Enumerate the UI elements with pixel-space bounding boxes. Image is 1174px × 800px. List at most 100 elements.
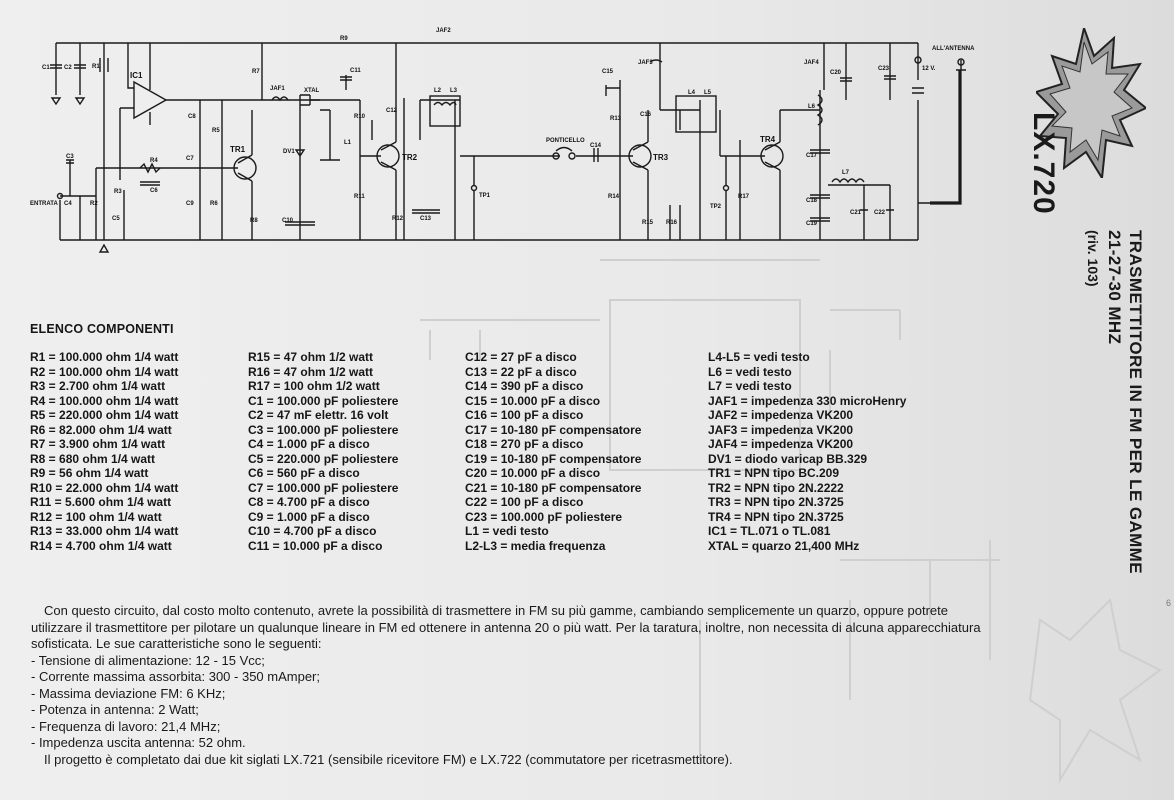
component-entry: R12 = 100 ohm 1/4 watt bbox=[30, 509, 162, 524]
component-entry: R17 = 100 ohm 1/2 watt bbox=[248, 379, 380, 393]
spec-item: - Potenza in antenna: 2 Watt; bbox=[31, 702, 199, 717]
svg-text:R10: R10 bbox=[354, 114, 366, 120]
svg-text:C17: C17 bbox=[806, 153, 818, 159]
svg-text:R9: R9 bbox=[340, 36, 348, 42]
description-intro: Con questo circuito, dal costo molto con… bbox=[31, 603, 981, 651]
svg-text:R1: R1 bbox=[92, 64, 100, 70]
component-entry: TR4 = NPN tipo 2N.3725 bbox=[708, 509, 844, 524]
kit-code: LX.720 bbox=[1027, 112, 1060, 215]
svg-text:R5: R5 bbox=[212, 128, 220, 134]
component-entry: R5 = 220.000 ohm 1/4 watt bbox=[30, 408, 179, 422]
svg-text:DV1: DV1 bbox=[283, 149, 295, 155]
svg-text:C9: C9 bbox=[186, 201, 194, 207]
svg-text:R15: R15 bbox=[642, 220, 654, 226]
component-entry: C7 = 100.000 pF poliestere bbox=[248, 480, 399, 495]
svg-text:R8: R8 bbox=[250, 218, 258, 224]
svg-text:C23: C23 bbox=[878, 66, 890, 72]
component-entry: R10 = 22.000 ohm 1/4 watt bbox=[30, 480, 179, 495]
description-closing: Il progetto è completato dai due kit sig… bbox=[44, 751, 733, 767]
svg-text:C4: C4 bbox=[64, 201, 72, 207]
svg-text:C2: C2 bbox=[64, 65, 72, 71]
svg-text:C6: C6 bbox=[150, 188, 158, 194]
component-entry: TR3 = NPN tipo 2N.3725 bbox=[708, 495, 844, 509]
svg-text:IC1: IC1 bbox=[130, 71, 143, 80]
svg-text:C19: C19 bbox=[806, 221, 818, 227]
component-entry: C21 = 10-180 pF compensatore bbox=[465, 480, 642, 495]
component-entry: C11 = 10.000 pF a disco bbox=[248, 538, 383, 553]
svg-text:C10: C10 bbox=[282, 218, 294, 224]
component-entry: R7 = 3.900 ohm 1/4 watt bbox=[30, 437, 166, 451]
component-entry: C9 = 1.000 pF a disco bbox=[248, 509, 370, 524]
component-entry: C14 = 390 pF a disco bbox=[465, 379, 584, 393]
svg-text:JAF3: JAF3 bbox=[638, 60, 653, 66]
svg-text:R11: R11 bbox=[354, 194, 365, 200]
article-title: TRASMETTITORE IN FM PER LE GAMME 21-27-3… bbox=[1082, 230, 1146, 574]
burst-badge bbox=[1036, 28, 1146, 178]
component-entry: C23 = 100.000 pF poliestere bbox=[465, 509, 623, 524]
svg-text:R3: R3 bbox=[114, 189, 122, 195]
svg-text:R4: R4 bbox=[150, 158, 158, 164]
svg-text:12 V.: 12 V. bbox=[922, 66, 936, 72]
component-entry: C1 = 100.000 pF poliestere bbox=[248, 393, 399, 408]
spec-item: - Frequenza di lavoro: 21,4 MHz; bbox=[31, 718, 221, 734]
spec-item: - Massima deviazione FM: 6 KHz; bbox=[31, 685, 226, 701]
svg-text:C16: C16 bbox=[640, 112, 652, 118]
title-line-2: 21-27-30 MHZ bbox=[1105, 230, 1124, 345]
component-entry: TR2 = NPN tipo 2N.2222 bbox=[708, 480, 844, 495]
spec-item: - Corrente massima assorbita: 300 - 350 … bbox=[31, 669, 320, 684]
svg-text:L5: L5 bbox=[704, 90, 712, 96]
svg-text:C1: C1 bbox=[42, 65, 50, 71]
svg-text:XTAL: XTAL bbox=[304, 88, 320, 94]
component-entry: L7 = vedi testo bbox=[708, 379, 792, 393]
component-entry: C19 = 10-180 pF compensatore bbox=[465, 451, 642, 466]
component-entry: R1 = 100.000 ohm 1/4 watt bbox=[30, 350, 179, 364]
component-entry: JAF4 = impedenza VK200 bbox=[708, 437, 854, 451]
svg-text:R13: R13 bbox=[610, 116, 622, 122]
svg-text:C3: C3 bbox=[66, 154, 74, 160]
component-entry: R3 = 2.700 ohm 1/4 watt bbox=[30, 379, 166, 393]
component-entry: R13 = 33.000 ohm 1/4 watt bbox=[30, 524, 179, 538]
component-entry: C12 = 27 pF a disco bbox=[465, 350, 577, 364]
component-entry: XTAL = quarzo 21,400 MHz bbox=[708, 538, 860, 553]
title-line-1: TRASMETTITORE IN FM PER LE GAMME bbox=[1126, 230, 1145, 574]
component-entry: R14 = 4.700 ohm 1/4 watt bbox=[30, 538, 172, 553]
component-entry: C18 = 270 pF a disco bbox=[465, 437, 584, 451]
circuit-schematic: IC1 TR1 TR2 TR3 TR4 R9 JAF2 C1 C2 R1 C3 … bbox=[30, 28, 975, 253]
svg-text:C12: C12 bbox=[386, 108, 398, 114]
component-entry: R8 = 680 ohm 1/4 watt bbox=[30, 451, 156, 466]
component-entry: R15 = 47 ohm 1/2 watt bbox=[248, 350, 374, 364]
svg-text:L7: L7 bbox=[842, 170, 850, 176]
component-entry: C10 = 4.700 pF a disco bbox=[248, 524, 377, 538]
component-entry: L1 = vedi testo bbox=[465, 524, 549, 538]
svg-text:ALL'ANTENNA: ALL'ANTENNA bbox=[932, 46, 975, 52]
svg-text:L1: L1 bbox=[344, 140, 352, 146]
svg-text:L3: L3 bbox=[450, 88, 458, 94]
component-entry: C6 = 560 pF a disco bbox=[248, 466, 360, 480]
svg-text:C22: C22 bbox=[874, 210, 886, 216]
component-entry: R4 = 100.000 ohm 1/4 watt bbox=[30, 393, 179, 408]
svg-text:R2: R2 bbox=[90, 201, 98, 207]
svg-text:R16: R16 bbox=[666, 220, 678, 226]
svg-text:R6: R6 bbox=[210, 201, 218, 207]
component-entry: TR1 = NPN tipo BC.209 bbox=[708, 466, 840, 480]
svg-text:C15: C15 bbox=[602, 69, 614, 75]
component-entry: C15 = 10.000 pF a disco bbox=[465, 393, 601, 408]
component-entry: C5 = 220.000 pF poliestere bbox=[248, 451, 399, 466]
component-entry: R2 = 100.000 ohm 1/4 watt bbox=[30, 364, 179, 379]
svg-text:JAF1: JAF1 bbox=[270, 86, 285, 92]
svg-text:L2: L2 bbox=[434, 88, 442, 94]
component-entry: C4 = 1.000 pF a disco bbox=[248, 437, 370, 451]
component-entry: R6 = 82.000 ohm 1/4 watt bbox=[30, 422, 172, 437]
component-entry: C16 = 100 pF a disco bbox=[465, 408, 584, 422]
svg-text:L6: L6 bbox=[808, 104, 816, 110]
component-entry: L6 = vedi testo bbox=[708, 364, 792, 379]
svg-text:TR2: TR2 bbox=[402, 153, 418, 162]
component-entry: JAF2 = impedenza VK200 bbox=[708, 408, 854, 422]
components-heading: ELENCO COMPONENTI bbox=[30, 322, 174, 336]
